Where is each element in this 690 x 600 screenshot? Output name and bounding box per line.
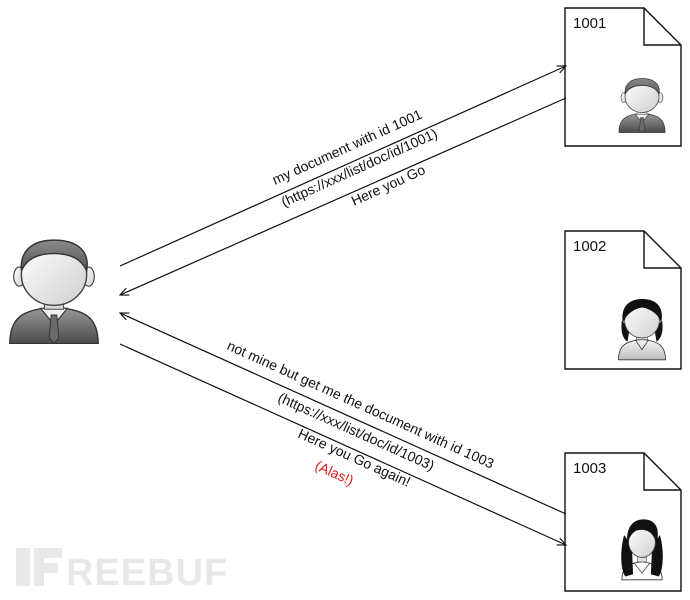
document-1002-fold <box>643 231 681 269</box>
document-1002-label: 1002 <box>573 238 606 255</box>
requester-avatar <box>9 239 99 344</box>
arrow-request-1003 <box>120 313 567 515</box>
document-1003-fold <box>643 453 681 491</box>
document-1003-label: 1003 <box>573 460 606 477</box>
watermark-f-glyph <box>34 548 62 586</box>
arrow-response-1001 <box>120 97 567 295</box>
watermark-logo: REEBUF <box>16 548 228 594</box>
document-1002: 1002 <box>564 230 682 370</box>
watermark-bar <box>16 548 30 586</box>
arrow-request-1001 <box>119 66 566 267</box>
document-1001-fold <box>643 8 681 46</box>
document-1002-owner-icon <box>618 298 666 361</box>
arrow-response-1003 <box>119 343 566 545</box>
document-1001-label: 1001 <box>573 15 606 32</box>
document-1001: 1001 <box>564 7 682 147</box>
watermark-text: REEBUF <box>66 552 228 594</box>
document-1001-page <box>564 7 682 147</box>
document-1003: 1003 <box>564 452 682 592</box>
